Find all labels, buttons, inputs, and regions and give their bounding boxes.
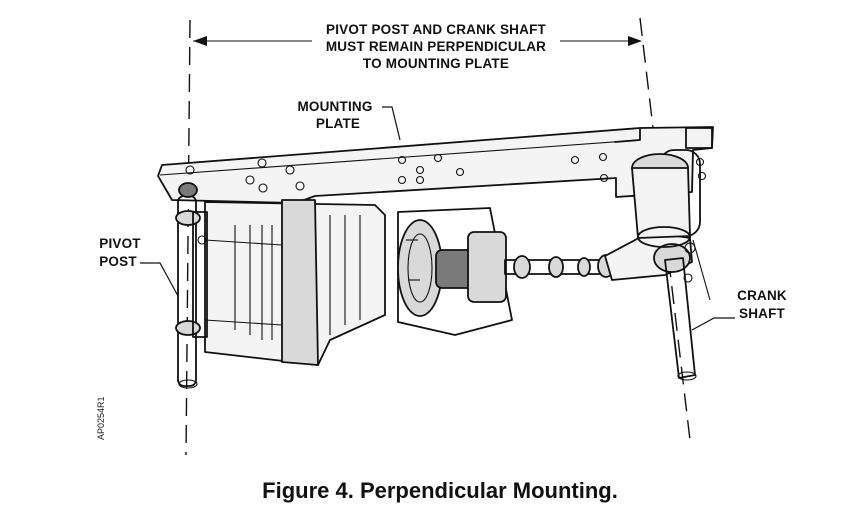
pivot-post-label-line2: POST bbox=[99, 254, 137, 269]
drawing-code: AP0254R1 bbox=[96, 396, 106, 440]
pivot-reference-line bbox=[185, 19, 191, 456]
crank-arm bbox=[604, 231, 696, 281]
pivot-post bbox=[175, 182, 208, 389]
crank-shaft-label-line1: CRANK bbox=[737, 288, 787, 303]
mounting-plate-label-line1: MOUNTING bbox=[297, 99, 372, 114]
crank-shaft-leader bbox=[691, 317, 735, 331]
perpendicular-note-line1: PIVOT POST AND CRANK SHAFT bbox=[326, 22, 547, 37]
figure-caption: Figure 4. Perpendicular Mounting. bbox=[262, 478, 618, 503]
pivot-post-label-line1: PIVOT bbox=[99, 236, 141, 251]
perpendicular-note-line2: MUST REMAIN PERPENDICULAR bbox=[326, 39, 546, 54]
pivot-post-leader bbox=[140, 262, 179, 297]
actuator-body bbox=[204, 199, 513, 366]
crank-shaft-label-line2: SHAFT bbox=[739, 306, 786, 321]
mounting-plate-label-line2: PLATE bbox=[316, 116, 360, 131]
dimension-arrow bbox=[193, 36, 642, 46]
crank-shaft bbox=[631, 149, 711, 381]
mounting-plate-leader bbox=[382, 106, 401, 141]
linkage-rod bbox=[504, 254, 616, 279]
perpendicular-note-line3: TO MOUNTING PLATE bbox=[363, 56, 509, 71]
crank-reference-line bbox=[639, 17, 691, 441]
mounting-plate bbox=[157, 126, 714, 204]
